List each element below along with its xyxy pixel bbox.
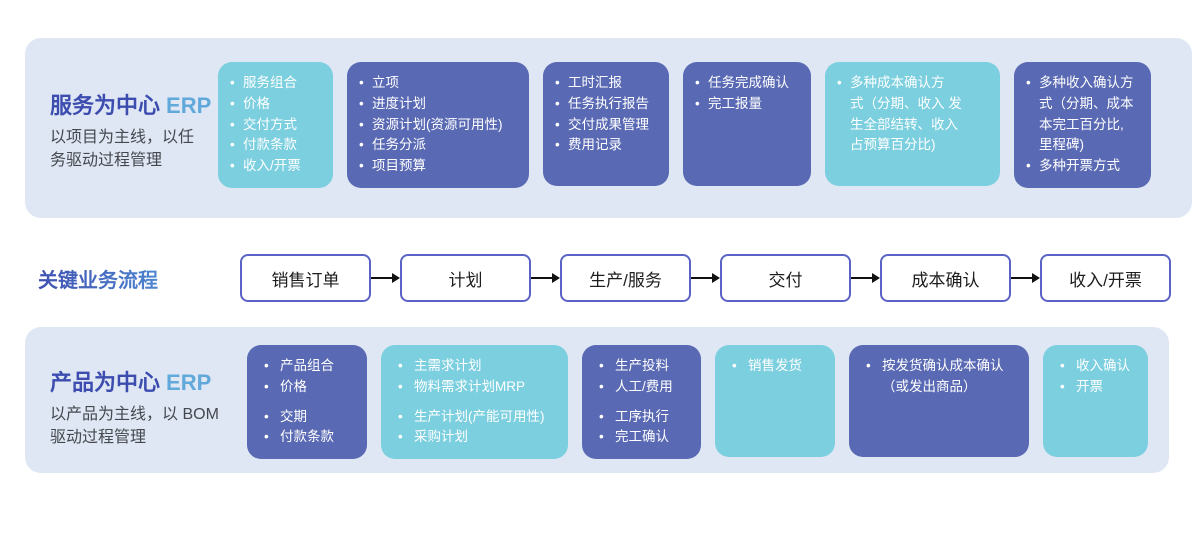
flow-step-revenue-invoicing: 收入/开票 [1040,254,1171,302]
feature-list: 多种成本确认方 式（分期、收入 发 生全部结转、收入 占预算百分比) [837,73,991,156]
product-box-cost-recognition: 按发货确认成本确认 （或发出商品） [849,345,1029,457]
feature-item: 生产投料 [596,356,692,377]
product-erp-title-main: 产品为中心 [50,370,161,395]
feature-item: 价格 [230,94,324,115]
feature-item: 多种开票方式 [1026,156,1142,177]
product-box-production: 生产投料 人工/费用 工序执行 完工确认 [582,345,701,460]
feature-list: 多种收入确认方 式（分期、成本 本完工百分比, 里程碑) 多种开票方式 [1026,73,1142,177]
feature-list: 任务完成确认 完工报量 [695,73,802,115]
feature-item: 多种成本确认方 式（分期、收入 发 生全部结转、收入 占预算百分比) [837,73,991,156]
service-erp-subtitle: 以项目为主线，以任 务驱动过程管理 [50,129,195,170]
feature-item: 服务组合 [230,73,324,94]
feature-list: 收入确认 开票 [1057,356,1139,398]
feature-list: 生产投料 人工/费用 工序执行 完工确认 [596,356,692,448]
service-erp-title-main: 服务为中心 [50,93,161,118]
service-box-revenue-recognition: 多种收入确认方 式（分期、成本 本完工百分比, 里程碑) 多种开票方式 [1014,62,1151,188]
service-box-planning: 立项 进度计划 资源计划(资源可用性) 任务分派 项目预算 [347,62,529,188]
feature-item: 费用记录 [555,135,660,156]
feature-list: 主需求计划 物料需求计划MRP 生产计划(产能可用性) 采购计划 [395,356,559,448]
flow-arrow-icon [531,272,560,284]
feature-item: 交付成果管理 [555,115,660,136]
product-erp-subtitle: 以产品为主线，以 BOM 驱动过程管理 [50,406,219,447]
feature-item: 资源计划(资源可用性) [359,115,520,136]
service-box-execution: 工时汇报 任务执行报告 交付成果管理 费用记录 [543,62,669,186]
feature-item: 生产计划(产能可用性) [395,407,559,428]
product-box-planning: 主需求计划 物料需求计划MRP 生产计划(产能可用性) 采购计划 [381,345,568,460]
flow-step-cost-recognition: 成本确认 [880,254,1011,302]
feature-item: 工序执行 [596,407,692,428]
feature-item: 价格 [261,377,358,398]
key-process-flow-label: 关键业务流程 [25,264,240,293]
flow-arrow-icon [851,272,880,284]
feature-item: 产品组合 [261,356,358,377]
service-box-cost-recognition: 多种成本确认方 式（分期、收入 发 生全部结转、收入 占预算百分比) [825,62,1000,186]
flow-step-sales-order: 销售订单 [240,254,371,302]
feature-item: 付款条款 [261,427,358,448]
feature-item: 付款条款 [230,135,324,156]
feature-list: 产品组合 价格 交期 付款条款 [261,356,358,448]
feature-list: 立项 进度计划 资源计划(资源可用性) 任务分派 项目预算 [359,73,520,177]
feature-item: 进度计划 [359,94,520,115]
feature-item: 交期 [261,407,358,428]
feature-list: 按发货确认成本确认 （或发出商品） [863,356,1020,398]
flow-step-delivery: 交付 [720,254,851,302]
product-box-offering: 产品组合 价格 交期 付款条款 [247,345,367,460]
product-box-revenue-invoicing: 收入确认 开票 [1043,345,1148,457]
feature-item: 人工/费用 [596,377,692,398]
feature-item: 任务完成确认 [695,73,802,94]
flow-arrow-icon [1011,272,1040,284]
service-erp-title-accent: ERP [166,93,212,118]
flow-arrow-icon [691,272,720,284]
feature-item: 任务分派 [359,135,520,156]
feature-item: 物料需求计划MRP [395,377,559,398]
feature-item: 收入确认 [1057,356,1139,377]
product-box-shipping: 销售发货 [715,345,835,457]
service-box-delivery: 任务完成确认 完工报量 [683,62,811,186]
feature-item: 项目预算 [359,156,520,177]
key-process-flow: 关键业务流程 销售订单 计划 生产/服务 交付 成本确认 收入/开票 [25,253,1200,303]
feature-item: 交付方式 [230,115,324,136]
feature-item: 多种收入确认方 式（分期、成本 本完工百分比, 里程碑) [1026,73,1142,156]
flow-step-production-service: 生产/服务 [560,254,691,302]
flow-steps: 销售订单 计划 生产/服务 交付 成本确认 收入/开票 [240,254,1171,302]
flow-step-plan: 计划 [400,254,531,302]
feature-list: 服务组合 价格 交付方式 付款条款 收入/开票 [230,73,324,177]
feature-item: 立项 [359,73,520,94]
feature-item: 完工确认 [596,427,692,448]
flow-arrow-icon [371,272,400,284]
feature-item: 采购计划 [395,427,559,448]
service-box-offering: 服务组合 价格 交付方式 付款条款 收入/开票 [218,62,333,188]
feature-item: 任务执行报告 [555,94,660,115]
feature-item: 按发货确认成本确认 （或发出商品） [863,356,1020,398]
feature-list: 工时汇报 任务执行报告 交付成果管理 费用记录 [555,73,660,156]
feature-item: 工时汇报 [555,73,660,94]
feature-item: 收入/开票 [230,156,324,177]
feature-item: 主需求计划 [395,356,559,377]
product-erp-title-accent: ERP [166,370,212,395]
feature-item: 销售发货 [729,356,826,377]
feature-item: 完工报量 [695,94,802,115]
feature-item: 开票 [1057,377,1139,398]
feature-list: 销售发货 [729,356,826,377]
